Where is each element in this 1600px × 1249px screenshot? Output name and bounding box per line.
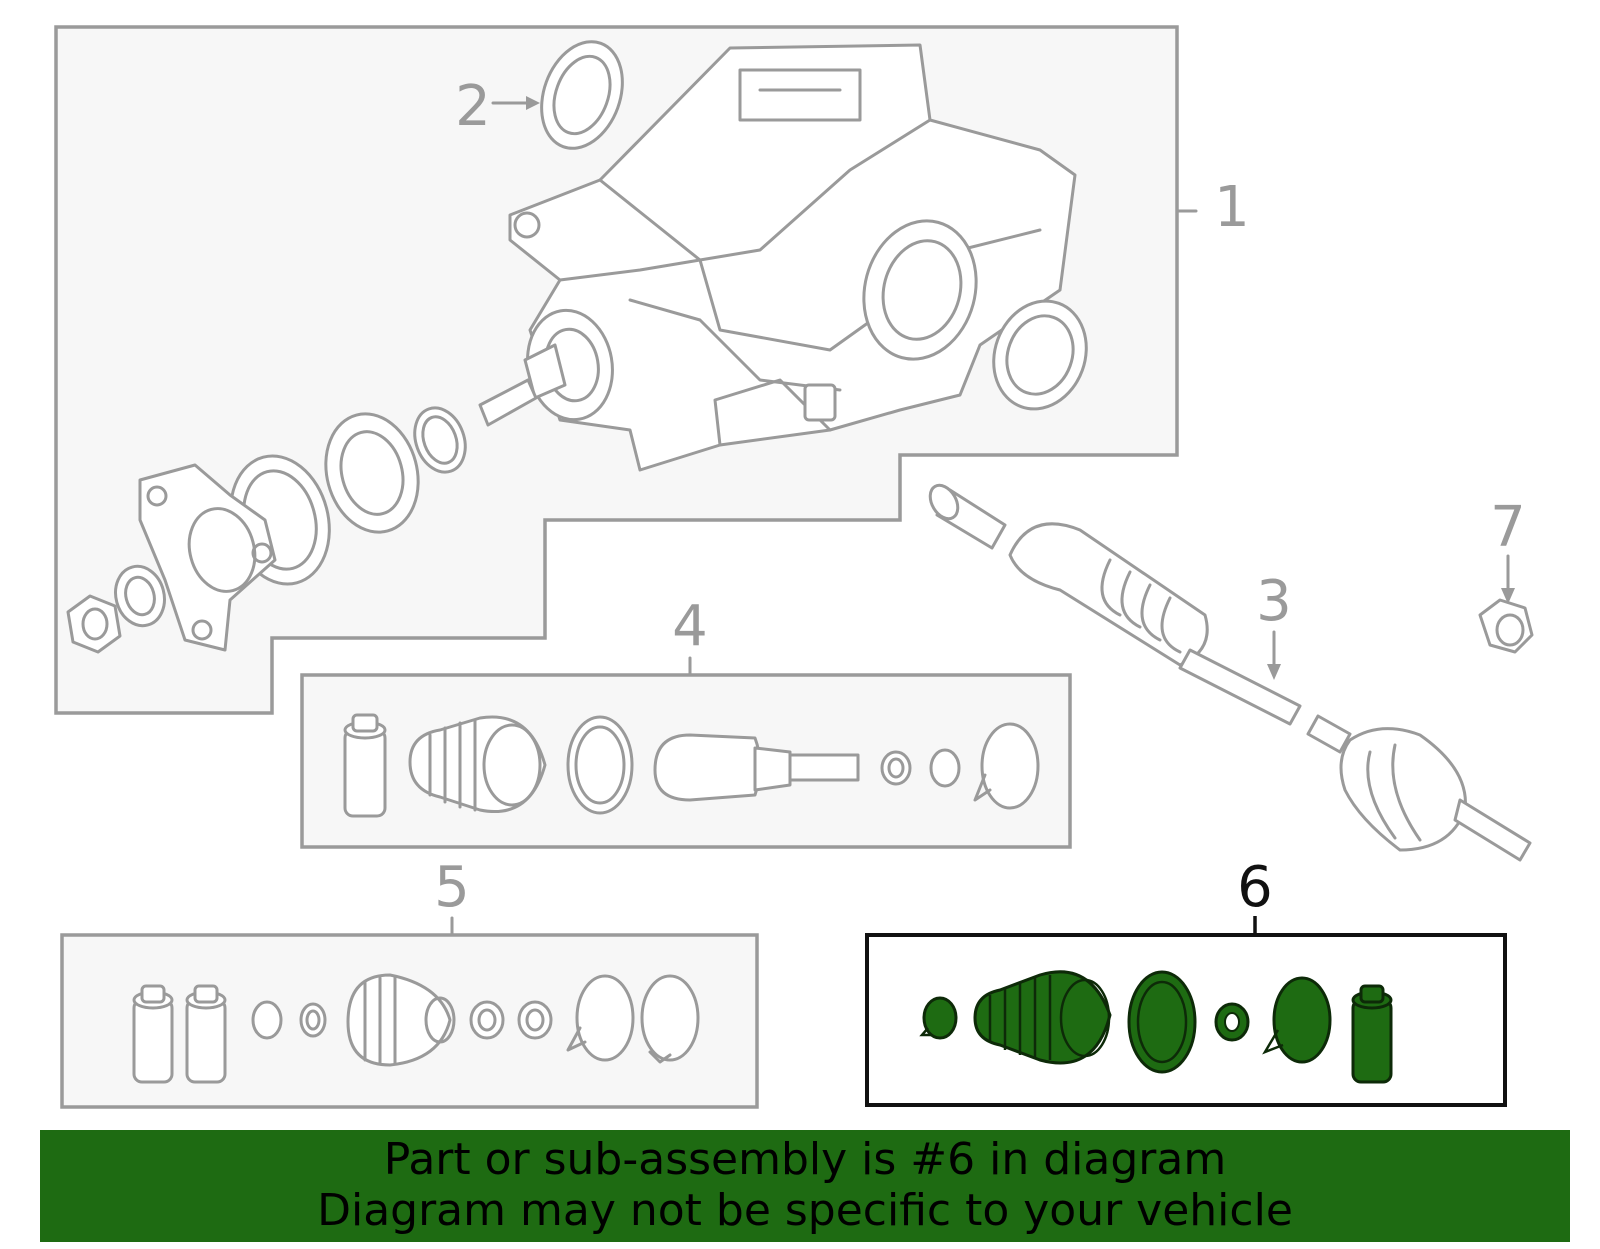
panel-5-outer-joint-kit[interactable] [60, 916, 759, 1109]
panel-5-parts-illustration [132, 973, 700, 1084]
callout-6[interactable]: 6 [1237, 855, 1273, 920]
item-2-seal-illustration [540, 40, 624, 150]
item-7-nut-illustration[interactable] [1478, 554, 1534, 654]
callout-2[interactable]: 2 [455, 74, 491, 139]
panel-1-differential-assembly[interactable] [54, 25, 1198, 715]
callout-7[interactable]: 7 [1490, 495, 1526, 560]
panel-6-parts-illustration [919, 970, 1393, 1084]
callout-5[interactable]: 5 [434, 855, 470, 920]
panel-4-inner-joint-kit[interactable] [300, 656, 1072, 849]
item-3-axle-shaft-illustration[interactable] [925, 480, 1532, 862]
callout-4[interactable]: 4 [672, 594, 708, 659]
panel-4-parts-illustration [343, 713, 1040, 818]
right-axle-seal-illustration [992, 299, 1088, 411]
banner-line-2: Diagram may not be specific to your vehi… [317, 1185, 1293, 1236]
banner-line-1: Part or sub-assembly is #6 in diagram [383, 1134, 1227, 1185]
callout-3[interactable]: 3 [1256, 569, 1292, 634]
differential-housing-illustration [478, 43, 1077, 472]
notice-banner: Part or sub-assembly is #6 in diagram Di… [40, 1130, 1570, 1242]
callout-1[interactable]: 1 [1214, 175, 1250, 240]
panel-6-boot-kit[interactable] [865, 916, 1507, 1107]
pinion-flange-and-seals-illustration [66, 406, 467, 654]
